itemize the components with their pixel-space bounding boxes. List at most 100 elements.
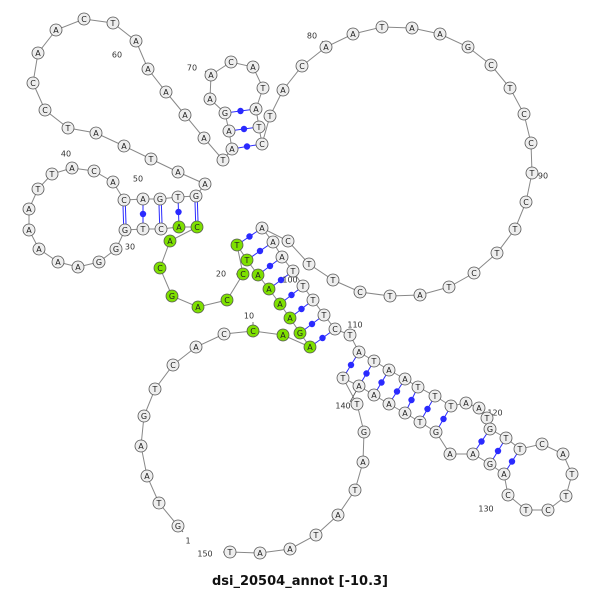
svg-text:G: G (297, 329, 303, 338)
position-label-60: 60 (112, 51, 122, 60)
nucleotide-70: A (204, 68, 218, 82)
nucleotide-6: T (148, 382, 162, 396)
pair-dot (139, 210, 147, 218)
nucleotide-127: T (559, 489, 573, 503)
nucleotide-88: C (517, 107, 531, 121)
nucleotide-98: C (353, 285, 367, 299)
nucleotide-23: G (165, 289, 179, 303)
svg-text:G: G (113, 245, 119, 254)
nucleotide-8: A (189, 340, 203, 354)
svg-text:A: A (69, 164, 75, 173)
svg-text:T: T (448, 402, 454, 411)
svg-text:A: A (202, 180, 208, 189)
nucleotide-81: A (346, 27, 360, 41)
svg-text:C: C (259, 140, 265, 149)
svg-text:A: A (280, 331, 286, 340)
nucleotide-11: A (276, 328, 290, 342)
svg-text:T: T (371, 357, 377, 366)
pair-dot (237, 107, 244, 115)
nucleotide-93: T (490, 246, 504, 260)
svg-text:T: T (234, 241, 240, 250)
nucleotide-43: C (117, 193, 131, 207)
nucleotide-39: T (45, 167, 59, 181)
pair-dot (288, 291, 295, 299)
svg-text:C: C (285, 237, 291, 246)
svg-text:A: A (350, 30, 356, 39)
svg-text:C: C (228, 58, 234, 67)
svg-text:A: A (133, 37, 139, 46)
position-label-130: 130 (478, 505, 493, 514)
position-label-1: 1 (185, 537, 190, 546)
nucleotide-10: C (246, 324, 260, 338)
svg-text:A: A (121, 142, 127, 151)
nucleotide-60: A (129, 34, 143, 48)
svg-text:A: A (182, 111, 188, 120)
svg-text:T: T (65, 124, 71, 133)
svg-text:A: A (560, 450, 566, 459)
svg-text:T: T (347, 331, 353, 340)
nucleotide-67: A (222, 124, 236, 138)
position-label-50: 50 (133, 175, 143, 184)
svg-text:A: A (163, 88, 169, 97)
nucleotide-42: A (106, 175, 120, 189)
nucleotide-29: T (136, 222, 150, 236)
position-label-150: 150 (197, 550, 212, 559)
nucleotide-86: C (484, 58, 498, 72)
nucleotide-103: A (266, 235, 280, 249)
nucleotide-138: A (382, 397, 396, 411)
svg-text:T: T (507, 84, 513, 93)
svg-text:A: A (356, 382, 362, 391)
nucleotide-79: C (295, 59, 309, 73)
nucleotide-76: C (255, 137, 269, 151)
svg-text:A: A (207, 95, 213, 104)
position-label-120: 120 (487, 409, 502, 418)
nucleotide-106: T (296, 279, 310, 293)
svg-text:C: C (521, 110, 527, 119)
svg-text:A: A (270, 238, 276, 247)
svg-text:A: A (386, 400, 392, 409)
pair-dot (440, 415, 447, 423)
pair-dot (243, 143, 251, 150)
nucleotide-113: A (382, 363, 396, 377)
nucleotide-17: A (251, 268, 265, 282)
nucleotide-19: T (230, 238, 244, 252)
position-label-140: 140 (335, 402, 350, 411)
nucleotide-111: A (352, 345, 366, 359)
svg-text:A: A (323, 43, 329, 52)
svg-text:A: A (255, 271, 261, 280)
svg-text:A: A (75, 263, 81, 272)
svg-text:A: A (175, 168, 181, 177)
nucleotide-9: C (217, 327, 231, 341)
nucleotide-7: C (166, 358, 180, 372)
svg-text:A: A (386, 366, 392, 375)
svg-text:T: T (49, 170, 55, 179)
nucleotide-100: T (302, 257, 316, 271)
pair-dot (378, 379, 385, 386)
svg-text:A: A (36, 245, 42, 254)
svg-text:C: C (221, 330, 227, 339)
nucleotide-34: A (51, 255, 65, 269)
nucleotide-129: T (519, 503, 533, 517)
nucleotide-26: C (190, 220, 204, 234)
nucleotide-137: A (398, 406, 412, 420)
nucleotide-110: T (343, 328, 357, 342)
nucleotide-35: A (32, 242, 46, 256)
nucleotide-68: G (218, 106, 232, 120)
nucleotide-33: A (71, 260, 85, 274)
svg-text:A: A (250, 63, 256, 72)
svg-text:C: C (81, 15, 87, 24)
svg-text:A: A (26, 226, 32, 235)
svg-text:A: A (277, 300, 283, 309)
svg-text:T: T (227, 548, 233, 557)
nucleotide-80: A (319, 40, 333, 54)
nucleotide-47: G (189, 189, 203, 203)
svg-text:T: T (321, 311, 327, 320)
svg-text:A: A (193, 343, 199, 352)
svg-text:A: A (356, 348, 362, 357)
svg-text:A: A (195, 303, 201, 312)
nucleotide-126: T (565, 467, 579, 481)
svg-text:T: T (220, 156, 226, 165)
svg-text:A: A (208, 71, 214, 80)
svg-text:A: A (402, 375, 408, 384)
